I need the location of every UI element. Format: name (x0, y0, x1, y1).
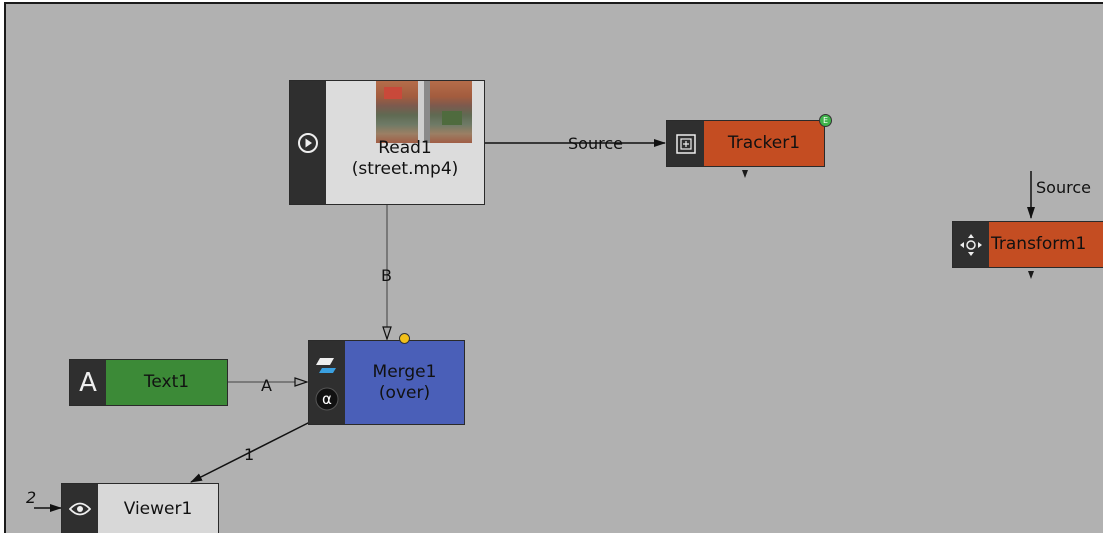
read1-thumbnail (376, 81, 472, 143)
tracker1-body: Tracker1 (704, 121, 824, 166)
text-node-icon-col: A (70, 360, 106, 405)
tracker1-output-arrow (742, 170, 748, 178)
tracker1-badge: E (819, 114, 832, 127)
transform1-output-arrow (1028, 271, 1034, 279)
tracker-node-icon-col (667, 121, 704, 166)
svg-text:α: α (322, 390, 332, 408)
read1-label: Read1 (378, 138, 432, 159)
wire-merge-to-viewer (190, 421, 311, 483)
merge1-label: Merge1 (372, 362, 437, 383)
viewer1-node[interactable]: Viewer1 (61, 483, 219, 533)
read1-node[interactable]: Read1 (street.mp4) (289, 80, 485, 205)
transform1-label: Transform1 (991, 234, 1087, 255)
merge1-mask-badge (399, 333, 410, 344)
viewer-node-icon-col (62, 484, 98, 533)
transform-node-icon-col (953, 222, 989, 267)
wire-label-b: B (381, 266, 392, 285)
merge1-node[interactable]: α Merge1 (over) (308, 340, 465, 425)
node-graph-canvas[interactable]: Source Source B A 1 2 Read1 (street.mp4) (4, 2, 1103, 533)
wire-label-2: 2 (26, 488, 37, 507)
read-node-icon-col (290, 81, 326, 204)
text1-node[interactable]: A Text1 (69, 359, 228, 406)
wire-label-a: A (261, 376, 272, 395)
viewer1-body: Viewer1 (98, 484, 218, 533)
eye-icon (69, 502, 91, 516)
wire-label-source-transform: Source (1036, 178, 1091, 197)
tracker1-label: Tracker1 (727, 133, 801, 154)
tracker-target-icon (675, 133, 696, 154)
viewer1-label: Viewer1 (123, 498, 193, 519)
alpha-icon: α (315, 387, 339, 411)
merge1-operation-label: (over) (378, 382, 431, 403)
tracker1-badge-letter: E (822, 116, 829, 125)
wire-label-1: 1 (244, 445, 255, 464)
transform-move-icon (960, 233, 982, 256)
play-icon (298, 132, 318, 153)
merge-layers-icon (316, 357, 336, 373)
text1-label: Text1 (143, 372, 190, 393)
tracker1-node[interactable]: Tracker1 (666, 120, 825, 167)
merge1-body: Merge1 (over) (345, 341, 464, 424)
merge-node-icon-col: α (309, 341, 345, 424)
wire-label-source-tracker: Source (568, 134, 623, 153)
read1-file-label: (street.mp4) (351, 158, 459, 179)
transform1-body: Transform1 (989, 222, 1103, 267)
node-wires (34, 139, 1035, 512)
text-a-icon: A (79, 367, 97, 398)
transform1-node[interactable]: Transform1 (952, 221, 1103, 268)
read1-body: Read1 (street.mp4) (326, 81, 484, 204)
text1-body: Text1 (106, 360, 227, 405)
